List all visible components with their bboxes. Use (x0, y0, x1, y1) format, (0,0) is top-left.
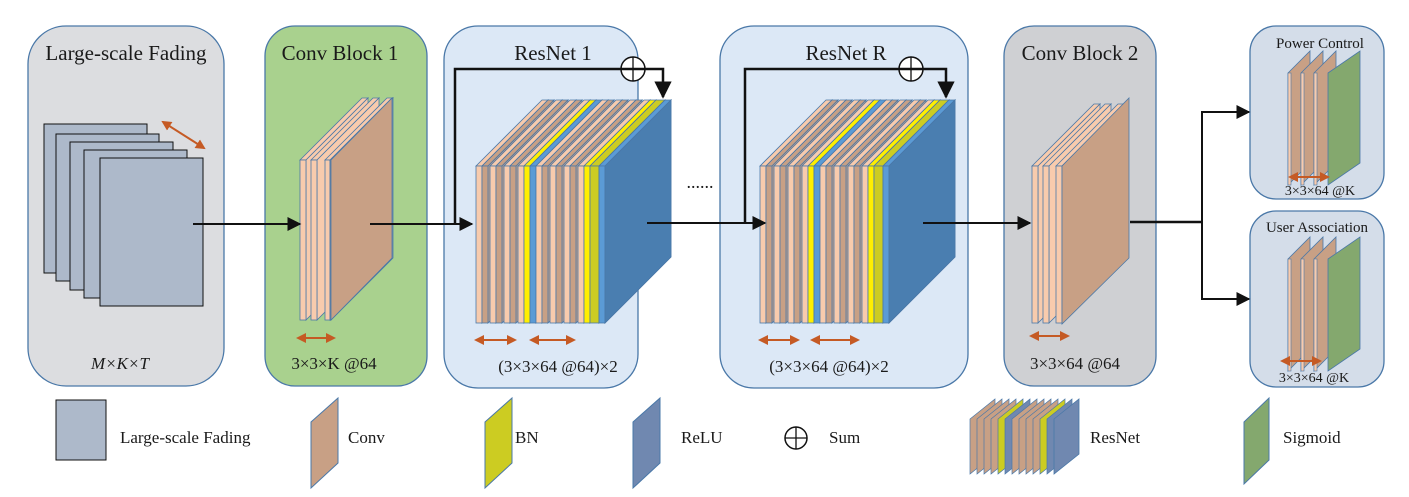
labels: Large-scale Fading M×K×T Conv Block 1 3×… (45, 36, 1368, 447)
resnetR-layer-9-front (819, 165, 827, 324)
resnetR-layer-8-front (813, 165, 821, 324)
user-edge-1 (1300, 258, 1305, 372)
resnet1-layer-13-front (563, 165, 571, 324)
resnet1-layer-9-front (535, 165, 543, 324)
resnetR-layer-10-front (825, 165, 833, 324)
resnetR-layer-15-front (861, 165, 869, 324)
resnetR-layer-4-front (787, 165, 795, 324)
resnet1-layer-14-front (569, 165, 577, 324)
legend-relu-icon (632, 396, 661, 490)
skip-connection-resnet1 (453, 67, 672, 224)
resnet1-layer-17-front (589, 165, 600, 324)
power-dims: 3×3×64 @K (1285, 184, 1355, 199)
resnet1-layer-4-front (503, 165, 511, 324)
conv1-title: Conv Block 1 (282, 41, 399, 65)
legend-conv-icon (310, 396, 339, 490)
resnet1-relu-face (604, 99, 672, 324)
resnet1-layer-11-front (549, 165, 557, 324)
legend-sigmoid-icon (1243, 396, 1270, 486)
resnetR-layer-12-front (839, 165, 847, 324)
resnet1-layer-18-front (598, 165, 606, 324)
fading-dims: M×K×T (90, 354, 150, 373)
power-edge-0 (1287, 72, 1292, 186)
user-title: User Association (1266, 220, 1369, 236)
conv1-plate-1-front (310, 159, 318, 321)
conv1-dims: 3×3×K @64 (291, 354, 377, 373)
resnet1-dims: (3×3×64 @64)×2 (498, 357, 618, 376)
user-edge-0 (1287, 258, 1292, 372)
resnet1-layer-16-front (583, 165, 591, 324)
legend-sum-label: Sum (829, 428, 860, 447)
user-edge-2 (1313, 258, 1318, 372)
conv2-main-face (1061, 97, 1130, 325)
resnet1-layer-7-front (523, 165, 531, 324)
resnet1-layer-3-front (495, 165, 503, 324)
fading-layer-4 (99, 157, 204, 307)
resnetR-layer-14-front (853, 165, 861, 324)
resnetR-relu-face (888, 99, 956, 324)
power-edge-1 (1300, 72, 1305, 186)
fading-depth-arrow (161, 120, 206, 150)
resnetR-layer-13-front (847, 165, 855, 324)
resnet1-layer-10-front (541, 165, 549, 324)
resnetR-title: ResNet R (805, 41, 886, 65)
legend-sigmoid-label: Sigmoid (1283, 428, 1341, 447)
fading-title: Large-scale Fading (45, 41, 207, 65)
user-sigmoid (1327, 236, 1361, 372)
legend-fading-label: Large-scale Fading (120, 428, 251, 447)
resnet1-layer-0-front (475, 165, 483, 324)
resnet1-title: ResNet 1 (514, 41, 592, 65)
legend-resnet-label: ResNet (1090, 428, 1140, 447)
resnetR-layer-5-front (793, 165, 801, 324)
conv2-plate-1-front (1042, 165, 1050, 324)
connectors (193, 67, 1251, 306)
legend-sum-icon (784, 426, 808, 450)
resnetR-layer-18-front (882, 165, 890, 324)
resnetR-layer-6-front (801, 165, 809, 324)
resnetR-layer-3-front (779, 165, 787, 324)
power-edge-2 (1313, 72, 1318, 186)
resnet1-layer-5-front (509, 165, 517, 324)
power-title: Power Control (1276, 36, 1364, 52)
resnetR-layer-11-front (833, 165, 841, 324)
legend-resnet-icon (969, 398, 1080, 475)
resnetR-layer-1-front (765, 165, 773, 324)
conv2-title: Conv Block 2 (1022, 41, 1139, 65)
power-sigmoid (1327, 50, 1361, 186)
resnetR-layer-7-front (807, 165, 815, 324)
conv2-plate-0-front (1031, 165, 1039, 324)
arrow-to-user-association (1201, 222, 1251, 306)
skip-connection-resnetR (743, 67, 955, 223)
user-dims: 3×3×64 @K (1279, 371, 1349, 386)
resnet1-layer-12-front (555, 165, 563, 324)
ellipsis: ...... (687, 172, 714, 192)
resnetR-dims: (3×3×64 @64)×2 (769, 357, 889, 376)
legend-resnet-relu (1053, 398, 1080, 475)
fading-stack (43, 123, 204, 307)
resnetR-layer-16-front (867, 165, 875, 324)
resnetR-layer-2-front (773, 165, 781, 324)
legend-conv-label: Conv (348, 428, 385, 447)
conv2-plate-2-front (1055, 165, 1063, 324)
legend-bn-label: BN (515, 428, 539, 447)
resnetR-layer-17-front (873, 165, 884, 324)
legend-relu-label: ReLU (681, 428, 723, 447)
conv1-main-face (330, 97, 393, 321)
resnet1-layer-2-front (489, 165, 497, 324)
legend-bn-icon (484, 396, 513, 490)
arrow-to-power-control (1201, 105, 1251, 222)
resnet1-layer-8-front (529, 165, 537, 324)
resnet1-layer-1-front (481, 165, 489, 324)
conv1-plate-0-front (299, 159, 307, 321)
legend-fading-icon (55, 399, 107, 461)
resnetR-layer-0-front (759, 165, 767, 324)
resnet1-layer-6-front (517, 165, 525, 324)
conv2-dims: 3×3×64 @64 (1030, 354, 1121, 373)
resnet1-layer-15-front (577, 165, 585, 324)
